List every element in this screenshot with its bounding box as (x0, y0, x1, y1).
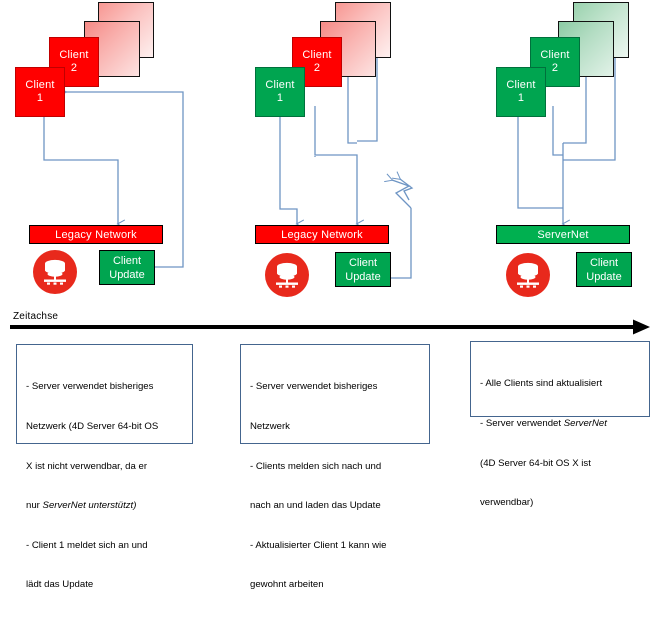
client-card-label-line1: Client (506, 79, 536, 91)
note-emphasis: ServerNet unterstützt) (42, 500, 137, 512)
note-line: X ist nicht verwendbar, da er (26, 460, 148, 472)
client-card-label-line1: Client (540, 49, 570, 61)
wire-update-riser-col2 (391, 208, 412, 279)
client-card-2[interactable]: Client 2 (530, 37, 580, 87)
wire-client2-col3 (552, 106, 563, 156)
note-line: - Server verwendet ServerNet (480, 418, 607, 430)
client-card-2[interactable]: Client 2 (292, 37, 342, 87)
client-update-label-line2: Update (586, 270, 622, 283)
note-line: - Alle Clients sind aktualisiert (480, 378, 603, 390)
note-line: lädt das Update (26, 579, 94, 591)
wire-client2-to-network-col2 (314, 106, 365, 229)
network-bar-legacy[interactable]: Legacy Network (29, 225, 163, 244)
network-bar-label: ServerNet (537, 228, 589, 241)
client-update-label-line1: Client (112, 254, 142, 267)
note-line: nach an und laden das Update (250, 500, 381, 512)
wire-ghost3-col2 (347, 72, 357, 144)
client-update-box[interactable]: Client Update (335, 252, 391, 287)
note-line: Netzwerk (250, 421, 290, 433)
database-icon (505, 252, 551, 298)
client-update-label-line2: Update (109, 268, 145, 281)
diagram-canvas: Client 2 Client 1 Legacy Network Client … (10, 2, 650, 590)
wire-client1-col3 (517, 117, 563, 209)
network-bar-label: Legacy Network (281, 228, 363, 241)
note-line: - Server verwendet bisheriges (26, 381, 154, 393)
client-card-label-line2: 2 (313, 62, 321, 74)
client-card-label-line2: 1 (276, 92, 284, 104)
network-bar-servernet[interactable]: ServerNet (496, 225, 630, 244)
network-bar-legacy[interactable]: Legacy Network (255, 225, 389, 244)
note-line: - Client 1 meldet sich an und (26, 539, 148, 551)
note-line: Netzwerk (4D Server 64-bit OS (26, 421, 159, 433)
wire-client1-to-network-col1 (43, 117, 126, 229)
database-icon (264, 252, 310, 298)
note-line: nur ServerNet unterstützt) (26, 500, 137, 512)
timeline-axis-label: Zeitachse (13, 311, 59, 322)
client-update-label-line2: Update (345, 270, 381, 283)
wire-zigzag-lower-col2 (384, 173, 412, 209)
client-update-box[interactable]: Client Update (576, 252, 632, 287)
client-card-label-line1: Client (59, 49, 89, 61)
client-card-1[interactable]: Client 1 (255, 67, 305, 117)
database-icon (32, 249, 78, 295)
note-line: gewohnt arbeiten (250, 579, 324, 591)
note-line: - Aktualisierter Client 1 kann wie (250, 539, 387, 551)
note-emphasis: ServerNet (563, 418, 607, 430)
client-card-label-line2: 2 (551, 62, 559, 74)
client-card-label-line1: Client (302, 49, 332, 61)
note-line: verwendbar) (480, 497, 534, 509)
note-box-phase-2: - Server verwendet bisheriges Netzwerk -… (240, 344, 430, 590)
note-line: - Clients melden sich nach und (250, 460, 382, 472)
client-update-label-line1: Client (348, 256, 378, 269)
client-card-1[interactable]: Client 1 (15, 67, 65, 117)
client-update-label-line1: Client (589, 256, 619, 269)
client-card-label-line2: 1 (36, 92, 44, 104)
network-bar-label: Legacy Network (55, 228, 137, 241)
wire-zigzag-upper-col2 (392, 171, 414, 201)
client-card-label-line2: 2 (70, 62, 78, 74)
note-box-phase-1: - Server verwendet bisheriges Netzwerk (… (16, 344, 193, 590)
client-card-label-line1: Client (25, 79, 55, 91)
wire-client1-to-network-col2 (279, 117, 305, 229)
client-card-label-line1: Client (265, 79, 295, 91)
client-card-label-line2: 1 (517, 92, 525, 104)
note-box-phase-3: - Alle Clients sind aktualisiert - Serve… (470, 341, 650, 508)
note-line: - Server verwendet bisheriges (250, 381, 378, 393)
client-card-1[interactable]: Client 1 (496, 67, 546, 117)
client-update-box[interactable]: Client Update (99, 250, 155, 285)
note-line: (4D Server 64-bit OS X ist (480, 457, 591, 469)
